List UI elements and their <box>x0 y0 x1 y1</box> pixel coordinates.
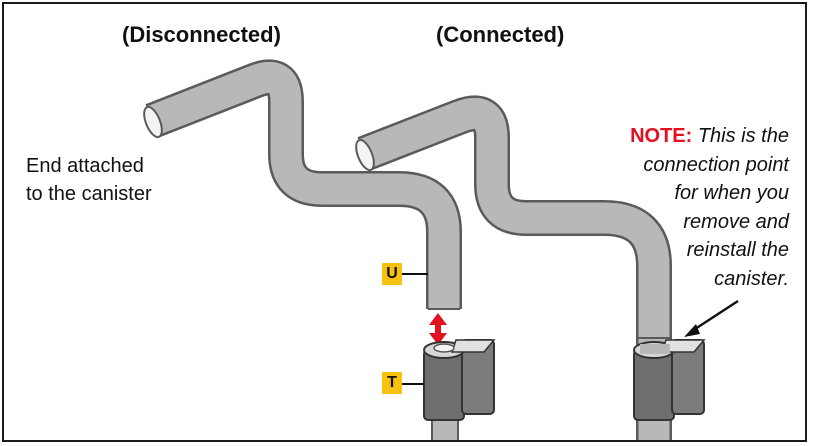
note-line-6: canister. <box>714 267 789 290</box>
heading-disconnected: (Disconnected) <box>122 22 281 47</box>
hose-end-opening <box>143 105 163 139</box>
note-callout: NOTE: This is the connection point for w… <box>569 122 789 293</box>
hose-diagram <box>143 59 739 440</box>
end-label-line-1: End attached <box>26 155 144 177</box>
note-line-2: connection point <box>643 153 789 176</box>
connected-hose-end-opening <box>355 138 375 172</box>
tag-u: U <box>382 263 402 285</box>
note-arrow <box>684 299 739 337</box>
note-line-4: remove and <box>683 210 789 233</box>
note-keyword: NOTE: <box>630 125 693 147</box>
end-label-line-2: to the canister <box>26 183 152 205</box>
tag-t: T <box>382 372 402 394</box>
heading-connected: (Connected) <box>436 22 565 47</box>
disconnected-hose <box>143 59 462 310</box>
diagram-frame: (Disconnected) (Connected) End attached … <box>2 2 807 442</box>
note-line-3: for when you <box>674 182 789 204</box>
connector-connected <box>633 339 706 421</box>
connection-arrow <box>429 313 447 345</box>
note-line-1: NOTE: This is the <box>569 122 789 151</box>
connected-hose <box>355 95 672 440</box>
note-line-5: reinstall the <box>686 239 789 261</box>
note-text-1: This is the <box>697 125 789 147</box>
end-attached-label: End attached to the canister <box>26 152 226 208</box>
connector-t <box>423 339 496 421</box>
